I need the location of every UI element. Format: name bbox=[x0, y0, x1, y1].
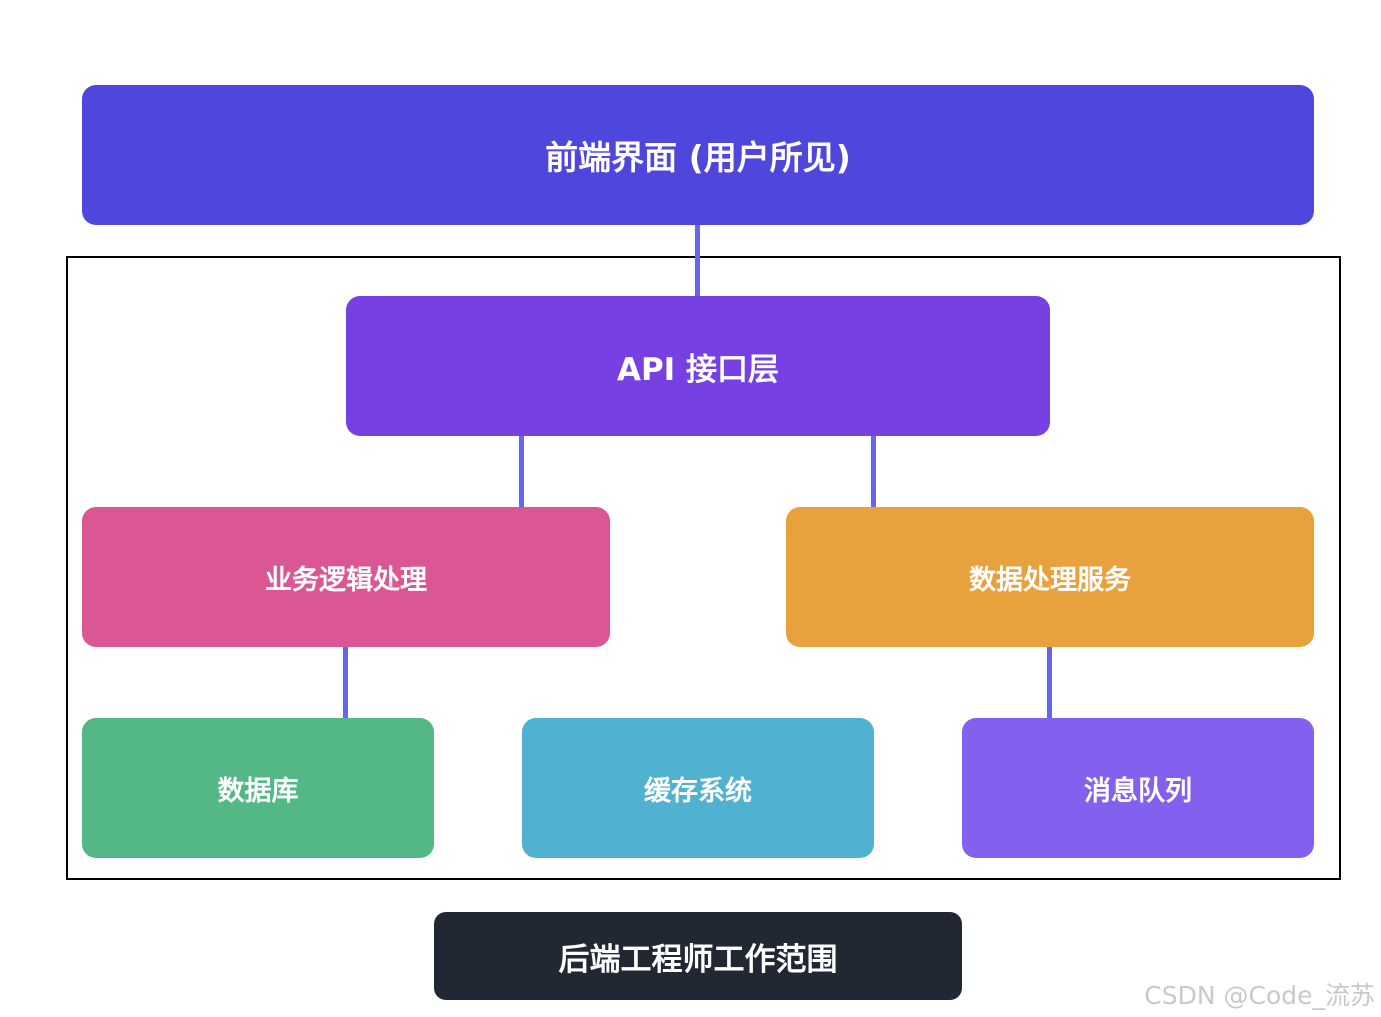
cache-node: 缓存系统 bbox=[522, 718, 874, 858]
message-queue-node-label: 消息队列 bbox=[1084, 775, 1192, 807]
database-node: 数据库 bbox=[82, 718, 434, 858]
frontend-node-label: 前端界面 (用户所见) bbox=[545, 138, 851, 177]
business-logic-node-label: 业务逻辑处理 bbox=[265, 564, 427, 596]
connector-api-business bbox=[519, 435, 524, 508]
connector-business-database bbox=[343, 646, 348, 719]
connector-frontend-api bbox=[695, 224, 700, 297]
data-service-node: 数据处理服务 bbox=[786, 507, 1314, 647]
database-node-label: 数据库 bbox=[217, 775, 299, 807]
api-node: API 接口层 bbox=[346, 296, 1050, 436]
business-logic-node: 业务逻辑处理 bbox=[82, 507, 610, 647]
watermark-text: CSDN @Code_流苏 bbox=[1144, 981, 1375, 1010]
backend-scope-label-box: 后端工程师工作范围 bbox=[434, 912, 962, 1000]
frontend-node: 前端界面 (用户所见) bbox=[82, 85, 1314, 225]
data-service-node-label: 数据处理服务 bbox=[969, 564, 1131, 596]
connector-api-data-service bbox=[871, 435, 876, 508]
connector-data-service-queue bbox=[1047, 646, 1052, 719]
message-queue-node: 消息队列 bbox=[962, 718, 1314, 858]
backend-scope-frame bbox=[66, 256, 1341, 880]
cache-node-label: 缓存系统 bbox=[644, 775, 752, 807]
api-node-label: API 接口层 bbox=[616, 351, 780, 388]
backend-scope-label: 后端工程师工作范围 bbox=[558, 941, 838, 978]
